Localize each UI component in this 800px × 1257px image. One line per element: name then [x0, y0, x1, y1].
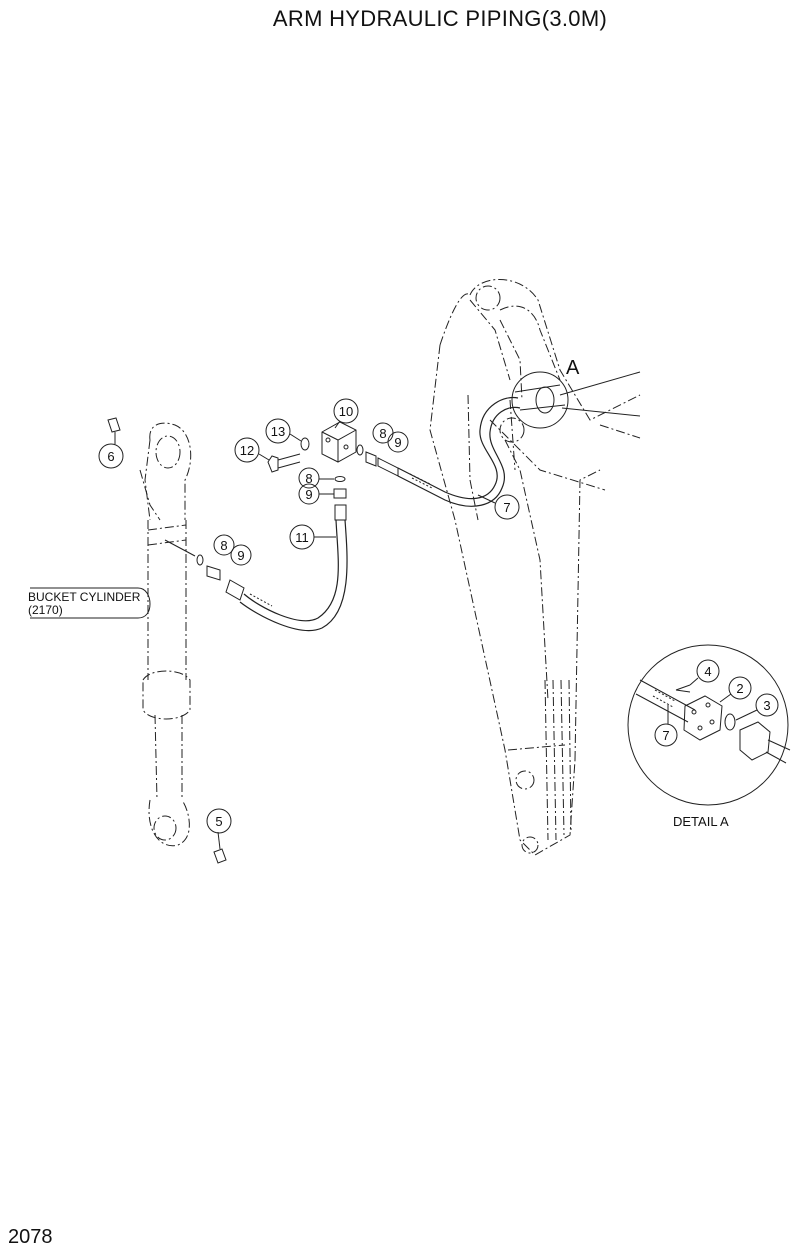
svg-text:10: 10 [339, 404, 353, 419]
svg-text:8: 8 [220, 538, 227, 553]
detail-a-caption: DETAIL A [673, 814, 729, 829]
callout-7: 7 [477, 494, 520, 520]
detail-a-view [627, 644, 791, 806]
svg-text:5: 5 [215, 814, 222, 829]
svg-text:9: 9 [237, 548, 244, 563]
fittings-block [333, 444, 377, 499]
grease-fitting-6 [107, 417, 121, 444]
svg-text:8: 8 [379, 426, 386, 441]
bolt-12 [267, 453, 301, 473]
callout-13: 13 [265, 418, 302, 444]
detail-a-letter: A [566, 357, 580, 379]
bucket-cylinder-label: BUCKET CYLINDER (2170) [28, 587, 151, 619]
washer-13 [300, 437, 310, 451]
callout-10: 10 [333, 398, 359, 429]
svg-text:6: 6 [107, 449, 114, 464]
page-number: 2078 [8, 1226, 53, 1248]
callout-8-cyl: 8 [213, 534, 235, 556]
arm-outline [429, 279, 641, 856]
diagram-title: ARM HYDRAULIC PIPING(3.0M) [272, 6, 608, 31]
hose-11 [225, 504, 348, 632]
svg-text:BUCKET CYLINDER: BUCKET CYLINDER [28, 590, 141, 604]
callout-11: 11 [289, 524, 336, 550]
svg-text:7: 7 [503, 500, 510, 515]
svg-text:(2170): (2170) [28, 603, 63, 617]
svg-text:13: 13 [271, 424, 285, 439]
callout-9-mid: 9 [298, 483, 334, 505]
svg-text:2: 2 [736, 681, 743, 696]
callout-6: 6 [98, 443, 124, 469]
callout-8-mid: 8 [298, 467, 334, 489]
svg-text:9: 9 [394, 435, 401, 450]
svg-text:3: 3 [763, 698, 770, 713]
fittings-cylinder [164, 539, 221, 581]
callout-12: 12 [234, 437, 270, 463]
svg-text:7: 7 [662, 728, 669, 743]
svg-text:8: 8 [305, 471, 312, 486]
hose-7 [377, 396, 521, 507]
callout-2: 2 [719, 676, 752, 703]
svg-text:11: 11 [295, 530, 309, 545]
block-10 [321, 421, 357, 463]
callout-7-detail: 7 [654, 705, 678, 747]
bucket-cylinder [139, 422, 192, 847]
callout-9-block: 9 [387, 431, 409, 453]
svg-text:4: 4 [704, 664, 711, 679]
callout-5: 5 [206, 808, 232, 834]
callout-4: 4 [689, 659, 720, 686]
svg-text:9: 9 [305, 487, 312, 502]
svg-text:12: 12 [240, 443, 254, 458]
detail-a-marker: A [511, 357, 641, 429]
callout-8-block: 8 [372, 422, 394, 444]
grease-fitting-5 [213, 831, 227, 864]
callout-9-cyl: 9 [230, 544, 252, 566]
callout-3: 3 [735, 693, 779, 721]
